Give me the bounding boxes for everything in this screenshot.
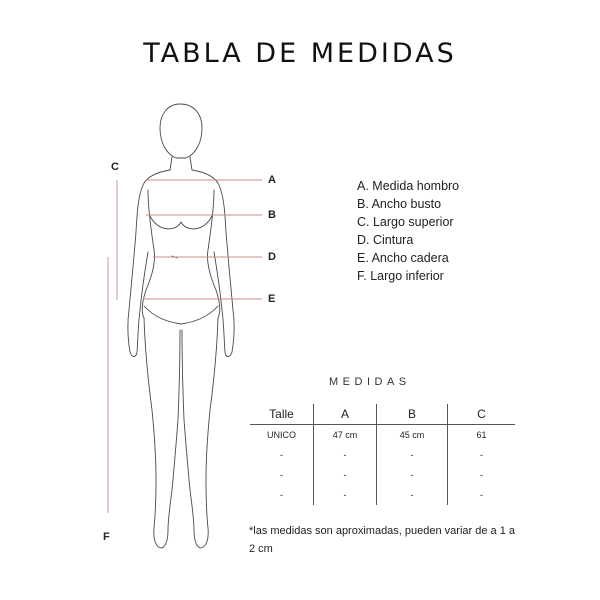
table-cell: UNICO (267, 430, 296, 440)
table-row: UNICO 47 cm 45 cm 61 (250, 424, 515, 445)
table-cell: - (376, 465, 448, 485)
table-cell: 45 cm (376, 424, 448, 445)
label-d: D (268, 251, 276, 263)
table-cell: 61 (447, 424, 515, 445)
page-title: TABLA DE MEDIDAS (143, 38, 457, 69)
footnote: *las medidas son aproximadas, pueden var… (249, 525, 515, 555)
size-table: Talle A B C UNICO 47 cm 45 cm 61 - - - -… (250, 404, 515, 505)
legend-item-a: A. Medida hombro (357, 179, 460, 193)
header-b: B (376, 404, 448, 425)
table-cell: - (280, 490, 283, 500)
table-cell: - (313, 465, 377, 485)
label-c: C (111, 161, 119, 173)
legend-item-b: B. Ancho busto (357, 197, 442, 211)
table-cell: - (280, 470, 283, 480)
table-cell: - (313, 485, 377, 505)
table-row: - - - - (250, 445, 515, 465)
legend-item-e: E. Ancho cadera (357, 251, 449, 265)
table-row: - - - - (250, 465, 515, 485)
legend-item-c: C. Largo superior (357, 215, 454, 229)
header-c: C (447, 404, 515, 425)
table-cell: - (447, 485, 515, 505)
table-cell: - (376, 445, 448, 465)
body-outline (127, 103, 235, 549)
label-e: E (268, 293, 276, 305)
table-row: - - - - (250, 485, 515, 505)
measurement-lines (107, 179, 262, 513)
legend-item-f: F. Largo inferior (357, 269, 444, 283)
table-cell: 47 cm (313, 424, 377, 445)
header-talle: Talle (250, 404, 314, 425)
table-header-row: Talle A B C (250, 404, 515, 425)
table-cell: - (447, 465, 515, 485)
table-cell: - (280, 450, 283, 460)
table-cell: - (447, 445, 515, 465)
table-cell: - (376, 485, 448, 505)
header-a: A (313, 404, 377, 425)
legend-item-d: D. Cintura (357, 233, 414, 247)
measurement-legend: A. Medida hombro B. Ancho busto C. Largo… (357, 177, 459, 285)
label-f: F (103, 531, 110, 543)
table-cell: - (313, 445, 377, 465)
label-a: A (268, 174, 276, 186)
label-b: B (268, 209, 276, 221)
medidas-heading: MEDIDAS (329, 376, 411, 388)
